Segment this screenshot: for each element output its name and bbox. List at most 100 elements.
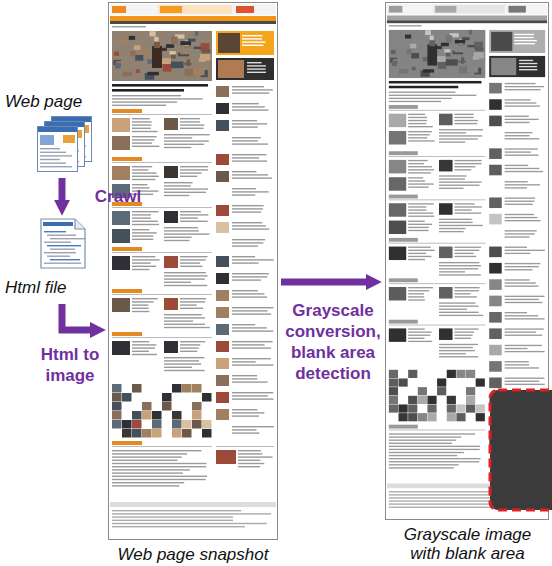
- thumbnail: [164, 166, 178, 178]
- thumbnail: [112, 298, 130, 312]
- promo-box: [216, 31, 274, 55]
- web-icon-art: [37, 116, 93, 172]
- photo-collage: [192, 384, 202, 393]
- photo-collage: [172, 420, 182, 429]
- text-line: [112, 520, 233, 521]
- text-line: [40, 152, 66, 153]
- photo-collage: [122, 393, 132, 402]
- section-tab: [112, 441, 142, 445]
- text-line: [439, 305, 478, 306]
- thumbnail: [439, 247, 453, 259]
- text-line: [389, 25, 422, 26]
- photo-collage: [132, 411, 142, 420]
- text-line: [180, 214, 208, 215]
- thumbnail: [216, 256, 229, 267]
- text-line: [164, 144, 204, 145]
- text-line: [505, 102, 537, 103]
- code-line: [44, 263, 81, 264]
- text-line: [505, 335, 543, 336]
- text-line: [389, 497, 506, 498]
- text-line: [112, 516, 233, 517]
- thumbnail: [216, 103, 229, 114]
- text-line: [164, 147, 191, 148]
- hero-photo: [473, 56, 479, 59]
- thumbnail: [112, 211, 130, 225]
- photo-collage: [122, 429, 132, 438]
- text-line: [232, 330, 273, 331]
- thumbnail: [389, 177, 406, 190]
- thumbnail: [216, 450, 236, 464]
- text-line: [505, 148, 538, 149]
- thumbnail: [489, 148, 502, 159]
- page-frame: [38, 127, 78, 172]
- text-line: [132, 221, 158, 222]
- photo-collage: [418, 396, 427, 404]
- photo-collage: [112, 393, 122, 402]
- photo-collage: [112, 420, 122, 429]
- text-line: [164, 357, 204, 358]
- text-line: [112, 479, 206, 480]
- text-line: [454, 293, 470, 294]
- hero-photo: [199, 58, 206, 62]
- hero-photo: [193, 47, 201, 49]
- section-rule: [112, 162, 212, 163]
- text-line: [132, 128, 151, 129]
- photo-collage: [447, 370, 456, 378]
- thumbnail: [389, 287, 406, 300]
- photo-collage: [202, 429, 212, 438]
- html-icon-node: Html file: [5, 218, 105, 302]
- photo-collage: [456, 413, 465, 421]
- thumbnail: [389, 203, 406, 216]
- section-rule: [389, 156, 485, 158]
- text-line: [454, 296, 476, 297]
- thumbnail: [439, 328, 453, 340]
- text-line: [164, 314, 202, 315]
- photo-collage: [476, 378, 485, 386]
- text-line: [232, 381, 268, 382]
- text-line: [232, 262, 259, 263]
- hero-photo: [163, 64, 172, 72]
- text-line: [164, 134, 210, 135]
- photo-collage: [182, 429, 192, 438]
- hero-photo: [166, 44, 174, 48]
- photo-collage: [447, 404, 456, 412]
- text-line: [232, 92, 269, 93]
- code-line: [44, 242, 71, 243]
- text-line: [505, 312, 527, 313]
- text-line: [454, 169, 471, 170]
- hero-photo: [446, 53, 450, 57]
- text-line: [164, 230, 199, 231]
- text-line: [439, 309, 467, 310]
- blank-area-box: [490, 390, 552, 510]
- text-line: [238, 456, 273, 457]
- text-line: [505, 214, 534, 215]
- hero-photo: [180, 52, 189, 55]
- text-line: [242, 41, 265, 42]
- text-line: [232, 358, 271, 359]
- text-line: [164, 195, 189, 196]
- photo-collage: [142, 411, 152, 420]
- text-line: [408, 230, 428, 231]
- thumbnail: [489, 328, 502, 339]
- text-line: [232, 157, 259, 158]
- text-line: [408, 250, 435, 251]
- text-line: [389, 455, 457, 456]
- text-line: [505, 201, 535, 202]
- text-line: [232, 273, 269, 274]
- text-line: [408, 140, 434, 141]
- text-line: [232, 344, 265, 345]
- thumbnail: [489, 247, 502, 258]
- text-line: [232, 432, 259, 433]
- text-line: [454, 203, 474, 204]
- thumbnail: [164, 341, 178, 353]
- text-line: [180, 169, 208, 170]
- text-line: [439, 312, 479, 313]
- hero-photo: [187, 59, 190, 66]
- edge-label: Crawl: [88, 186, 148, 207]
- text-line: [505, 381, 540, 382]
- text-line: [454, 250, 479, 251]
- text-line: [505, 99, 531, 100]
- hero-photo: [169, 51, 175, 54]
- thumbnail: [389, 114, 406, 127]
- photo-collage: [122, 420, 132, 429]
